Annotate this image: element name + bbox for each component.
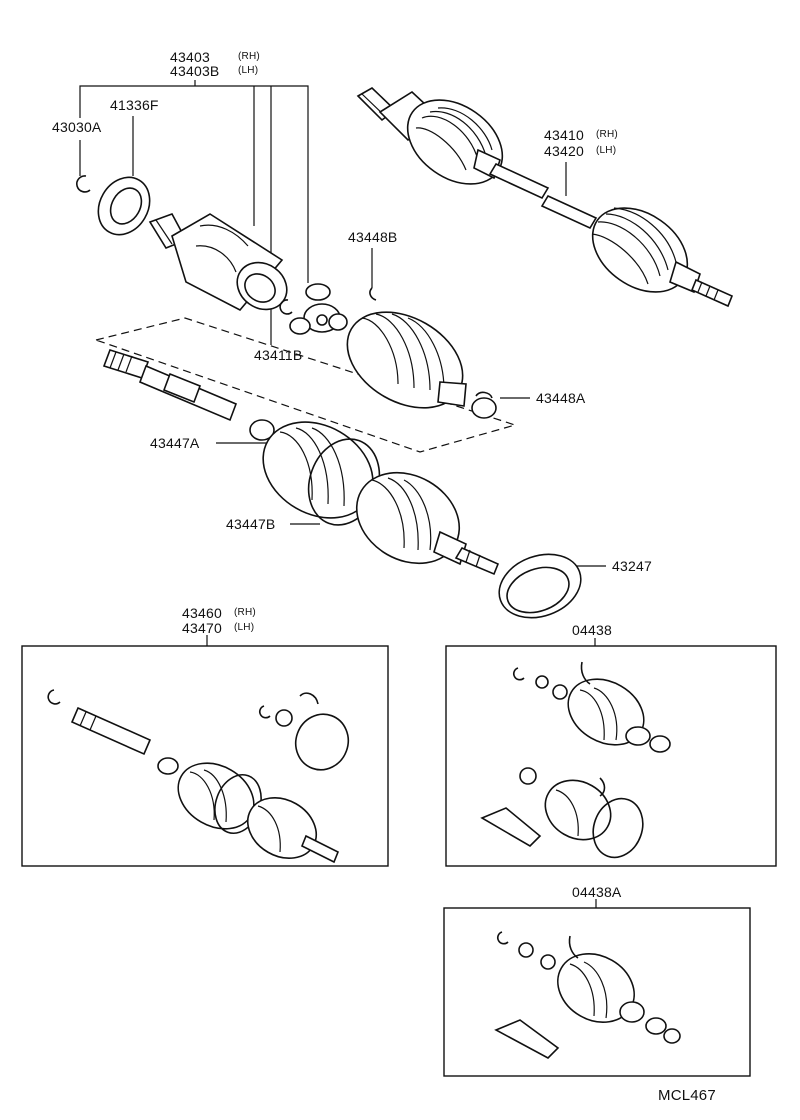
drive-shaft-assembly-top	[356, 87, 734, 308]
label-43410: 43410	[544, 127, 584, 143]
leader-lines	[79, 80, 606, 908]
dust-seal-41336f	[97, 176, 151, 236]
label-41336f: 41336F	[110, 97, 159, 113]
label-43411b: 43411B	[254, 347, 303, 363]
box-04438	[445, 645, 777, 867]
label-43470: 43470	[182, 620, 222, 636]
label-lh-2: (LH)	[596, 145, 617, 156]
dashed-group-outline	[93, 317, 518, 453]
middle-shaft-assembly	[102, 349, 500, 576]
box-04438-parts	[480, 661, 671, 859]
box-43460	[21, 645, 389, 867]
label-lh-1: (LH)	[238, 65, 259, 76]
label-04438: 04438	[572, 622, 612, 638]
label-43448b: 43448B	[348, 229, 398, 245]
label-43447a: 43447A	[150, 435, 200, 451]
label-rh-3: (RH)	[234, 607, 256, 618]
label-43448a: 43448A	[536, 390, 586, 406]
label-43247: 43247	[612, 558, 652, 574]
tripod-joint	[289, 283, 348, 335]
label-lh-3: (LH)	[234, 622, 255, 633]
box-04438a	[443, 907, 751, 1077]
label-43420: 43420	[544, 143, 584, 159]
snap-ring-43030a	[76, 175, 91, 193]
inner-boot-43448b	[346, 287, 467, 409]
label-43447b: 43447B	[226, 516, 276, 532]
label-04438a: 04438A	[572, 884, 622, 900]
label-rh-1: (RH)	[238, 51, 260, 62]
label-rh-2: (RH)	[596, 129, 618, 140]
inner-joint-housing	[148, 213, 288, 312]
snap-ring-43411b	[279, 299, 293, 315]
diagram-code: MCL467	[658, 1087, 716, 1104]
label-43460: 43460	[182, 605, 222, 621]
dust-deflector-43247	[498, 553, 582, 619]
label-43030a: 43030A	[52, 119, 102, 135]
box-43460-parts	[47, 689, 350, 864]
boot-clamp-43448a	[471, 391, 497, 419]
box-04438a-parts	[494, 931, 681, 1059]
label-43403: 43403	[170, 49, 210, 65]
label-43403b: 43403B	[170, 63, 220, 79]
